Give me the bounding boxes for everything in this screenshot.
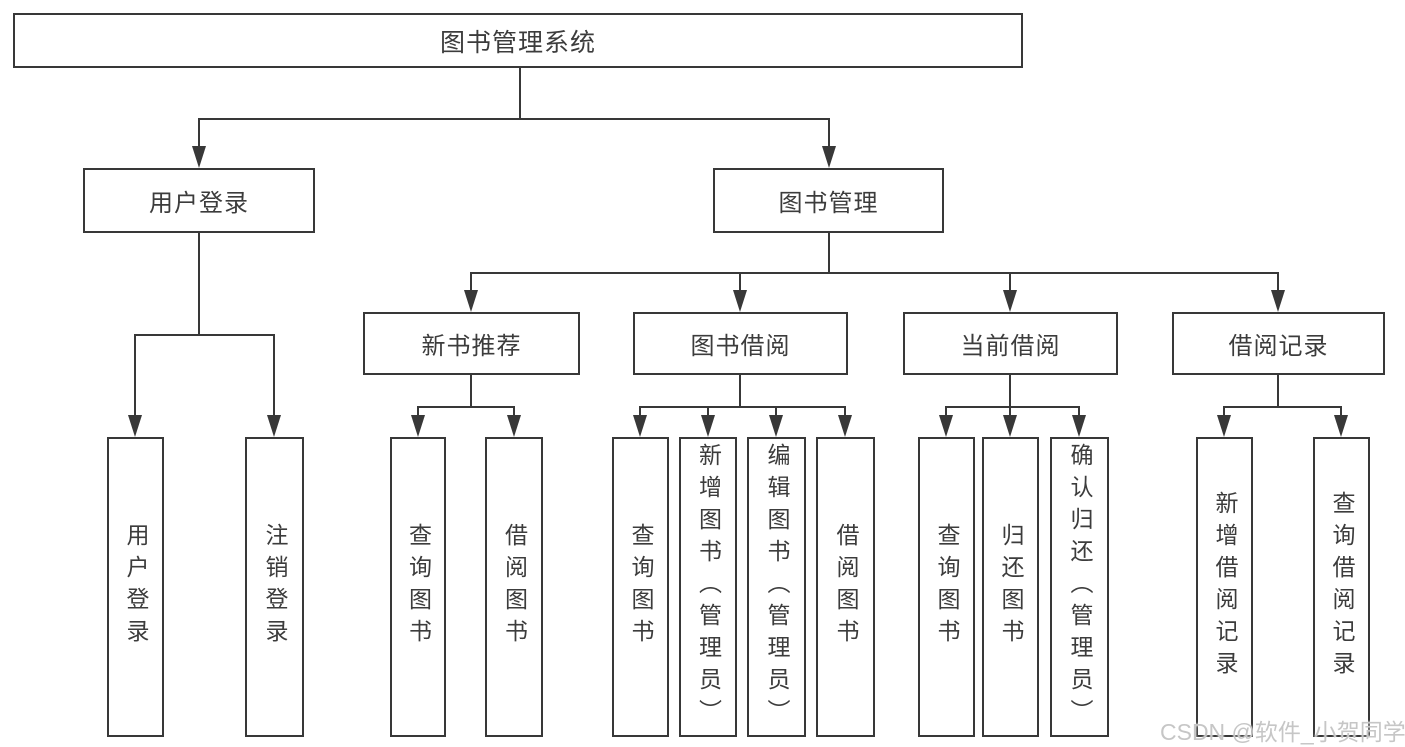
leaf-label: 确认归还（管理员） — [1067, 443, 1093, 731]
connector-stem-leaf — [273, 336, 275, 417]
csdn-watermark: CSDN @软件_小贺同学 — [1160, 719, 1405, 745]
connector-stem-leaf — [417, 408, 419, 417]
node-borrowing-records: 借阅记录 — [1172, 312, 1385, 375]
connector-stem-leaf — [945, 408, 947, 417]
leaf-label: 查询图书 — [628, 523, 654, 651]
connector-newrec-hbar — [417, 406, 515, 408]
arrow-down-icon — [507, 415, 521, 437]
connector-userlogin-hbar — [134, 334, 275, 336]
node-library-management-system: 图书管理系统 — [13, 13, 1023, 68]
connector-bookborrow-stem — [739, 374, 741, 408]
arrow-down-icon — [633, 415, 647, 437]
connector-stem-book-management — [828, 120, 830, 148]
leaf-borrow-books-borrowing: 借阅图书 — [816, 437, 875, 737]
arrow-down-icon — [1072, 415, 1086, 437]
leaf-return-books: 归还图书 — [982, 437, 1039, 737]
connector-stem-leaf — [775, 408, 777, 417]
arrow-down-icon — [128, 415, 142, 437]
connector-records-hbar — [1223, 406, 1342, 408]
leaf-query-books-current: 查询图书 — [918, 437, 975, 737]
leaf-label: 查询图书 — [934, 523, 960, 651]
connector-records-stem — [1277, 374, 1279, 408]
arrow-down-icon — [838, 415, 852, 437]
arrow-down-icon — [939, 415, 953, 437]
leaf-query-books-borrowing: 查询图书 — [612, 437, 669, 737]
arrow-down-icon — [1003, 415, 1017, 437]
arrow-down-icon — [1334, 415, 1348, 437]
arrow-down-icon — [701, 415, 715, 437]
arrow-down-icon — [733, 290, 747, 312]
connector-userlogin-stem — [198, 231, 200, 336]
connector-root-hbar — [198, 118, 830, 120]
arrow-down-icon — [267, 415, 281, 437]
connector-bookmgmt-hbar — [470, 272, 1279, 274]
leaf-label: 新增图书（管理员） — [695, 443, 722, 731]
leaf-label: 查询图书 — [405, 523, 432, 651]
arrow-down-icon — [822, 146, 836, 168]
leaf-user-login: 用户登录 — [107, 437, 164, 737]
connector-stem-leaf — [1223, 408, 1225, 417]
connector-stem-user-login — [198, 120, 200, 148]
connector-stem-new-book — [470, 274, 472, 292]
leaf-label: 编辑图书（管理员） — [764, 443, 790, 731]
leaf-label: 借阅图书 — [501, 523, 528, 651]
arrow-down-icon — [1003, 290, 1017, 312]
connector-newrec-stem — [470, 374, 472, 408]
leaf-label: 用户登录 — [123, 523, 149, 651]
connector-stem-leaf — [513, 408, 515, 417]
leaf-query-borrow-record: 查询借阅记录 — [1313, 437, 1370, 737]
arrow-down-icon — [1271, 290, 1285, 312]
connector-stem-leaf — [134, 336, 136, 417]
leaf-confirm-return-admin: 确认归还（管理员） — [1050, 437, 1109, 737]
node-book-management: 图书管理 — [713, 168, 944, 233]
leaf-borrow-books-recommend: 借阅图书 — [485, 437, 543, 737]
leaf-label: 借阅图书 — [833, 523, 859, 651]
leaf-edit-book-admin: 编辑图书（管理员） — [747, 437, 806, 737]
node-book-borrowing: 图书借阅 — [633, 312, 848, 375]
leaf-label: 查询借阅记录 — [1329, 491, 1355, 683]
connector-current-hbar — [945, 406, 1080, 408]
node-user-login: 用户登录 — [83, 168, 315, 233]
arrow-down-icon — [411, 415, 425, 437]
connector-stem-book-borrowing — [739, 274, 741, 292]
connector-stem-leaf — [1340, 408, 1342, 417]
leaf-label: 注销登录 — [262, 523, 288, 651]
connector-bookborrow-hbar — [639, 406, 846, 408]
leaf-add-borrow-record: 新增借阅记录 — [1196, 437, 1253, 737]
connector-root-stem — [519, 66, 521, 120]
connector-stem-leaf — [1078, 408, 1080, 417]
connector-current-stem — [1009, 374, 1011, 408]
leaf-label: 归还图书 — [998, 523, 1024, 651]
arrow-down-icon — [192, 146, 206, 168]
node-current-borrowing: 当前借阅 — [903, 312, 1118, 375]
connector-stem-current-borrowing — [1009, 274, 1011, 292]
node-new-book-recommendation: 新书推荐 — [363, 312, 580, 375]
connector-stem-leaf — [844, 408, 846, 417]
connector-stem-leaf — [1009, 408, 1011, 417]
leaf-query-books-recommend: 查询图书 — [390, 437, 446, 737]
connector-bookmgmt-stem — [828, 231, 830, 274]
arrow-down-icon — [1217, 415, 1231, 437]
arrow-down-icon — [769, 415, 783, 437]
connector-stem-borrowing-records — [1277, 274, 1279, 292]
arrow-down-icon — [464, 290, 478, 312]
leaf-add-book-admin: 新增图书（管理员） — [679, 437, 737, 737]
leaf-label: 新增借阅记录 — [1212, 491, 1238, 683]
connector-stem-leaf — [707, 408, 709, 417]
connector-stem-leaf — [639, 408, 641, 417]
leaf-logout-login: 注销登录 — [245, 437, 304, 737]
